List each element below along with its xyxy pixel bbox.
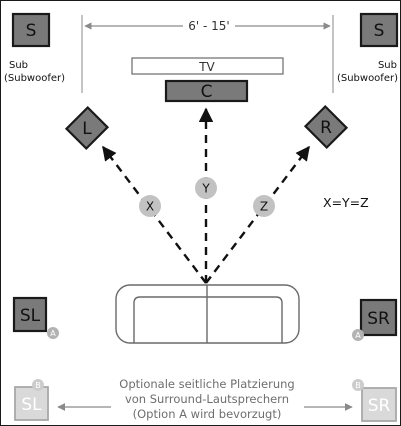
subwoofer-left-letter: S bbox=[26, 21, 37, 41]
option-b-badge-right bbox=[352, 379, 364, 391]
sofa-seat bbox=[133, 296, 283, 343]
note-line-1: Optionale seitliche Platzierung bbox=[119, 377, 294, 391]
distance-x: X bbox=[139, 195, 161, 217]
surround-right-b-label: SR bbox=[368, 396, 391, 416]
surround-right-a-box bbox=[359, 298, 398, 337]
subwoofer-left: S Sub (Subwoofer) bbox=[4, 12, 65, 84]
left-speaker-box bbox=[64, 105, 110, 151]
subwoofer-left-box bbox=[11, 12, 51, 48]
surround-left-b-box bbox=[14, 386, 49, 421]
distance-y: Y bbox=[195, 177, 217, 199]
surround-right-b-box bbox=[361, 387, 397, 422]
subwoofer-right-desc: (Subwoofer) bbox=[337, 73, 398, 84]
distance-label: 6' - 15' bbox=[188, 19, 229, 33]
distance-x-label: X bbox=[146, 200, 154, 214]
left-speaker-label: L bbox=[82, 119, 92, 139]
tv: TV bbox=[131, 57, 284, 75]
subwoofer-left-sub-label: Sub bbox=[9, 60, 28, 71]
right-speaker-label: R bbox=[320, 118, 332, 138]
option-a-badge-right bbox=[352, 329, 364, 341]
right-speaker-box bbox=[303, 104, 349, 150]
left-speaker: L bbox=[64, 105, 110, 151]
option-a-badge-right-label: A bbox=[355, 331, 361, 340]
surround-right-a-label: SR bbox=[367, 309, 390, 329]
surround-left-a-box bbox=[12, 296, 48, 333]
subwoofer-right-box bbox=[359, 12, 399, 48]
center-speaker-box bbox=[164, 79, 249, 103]
option-b-badge-right-label: B bbox=[355, 381, 361, 390]
option-a-badge-left-label: A bbox=[50, 329, 56, 338]
distance-z-label: Z bbox=[260, 200, 268, 214]
subwoofer-right: S Sub (Subwoofer) bbox=[337, 12, 399, 84]
subwoofer-right-letter: S bbox=[374, 21, 385, 41]
note-line-2: von Surround-Lautsprechern bbox=[125, 392, 289, 406]
distance-y-label: Y bbox=[201, 182, 210, 196]
option-b-badge-left-label: B bbox=[35, 381, 41, 390]
subwoofer-left-desc: (Subwoofer) bbox=[4, 73, 65, 84]
tv-label: TV bbox=[198, 60, 215, 74]
equation-label: X=Y=Z bbox=[323, 195, 369, 210]
surround-left-a: SL A bbox=[12, 296, 59, 339]
option-a-badge-left bbox=[47, 327, 59, 339]
note-line-3: (Option A wird bevorzugt) bbox=[133, 407, 282, 421]
surround-right-b: SR B bbox=[352, 379, 397, 422]
center-speaker: C bbox=[164, 79, 249, 103]
surround-left-a-label: SL bbox=[20, 306, 41, 326]
subwoofer-right-sub-label: Sub bbox=[378, 60, 397, 71]
right-speaker: R bbox=[303, 104, 349, 150]
distance-dimension: 6' - 15' bbox=[81, 15, 334, 93]
placement-note: Optionale seitliche Platzierung von Surr… bbox=[119, 377, 294, 421]
option-b-badge-left bbox=[32, 379, 44, 391]
line-to-right bbox=[205, 145, 310, 284]
center-speaker-label: C bbox=[201, 82, 213, 102]
surround-right-a: SR A bbox=[352, 298, 398, 341]
surround-left-b-label: SL bbox=[21, 395, 42, 415]
tv-box bbox=[131, 57, 284, 75]
distance-z: Z bbox=[253, 195, 275, 217]
sofa bbox=[115, 284, 300, 344]
surround-left-b: SL B bbox=[14, 379, 49, 421]
